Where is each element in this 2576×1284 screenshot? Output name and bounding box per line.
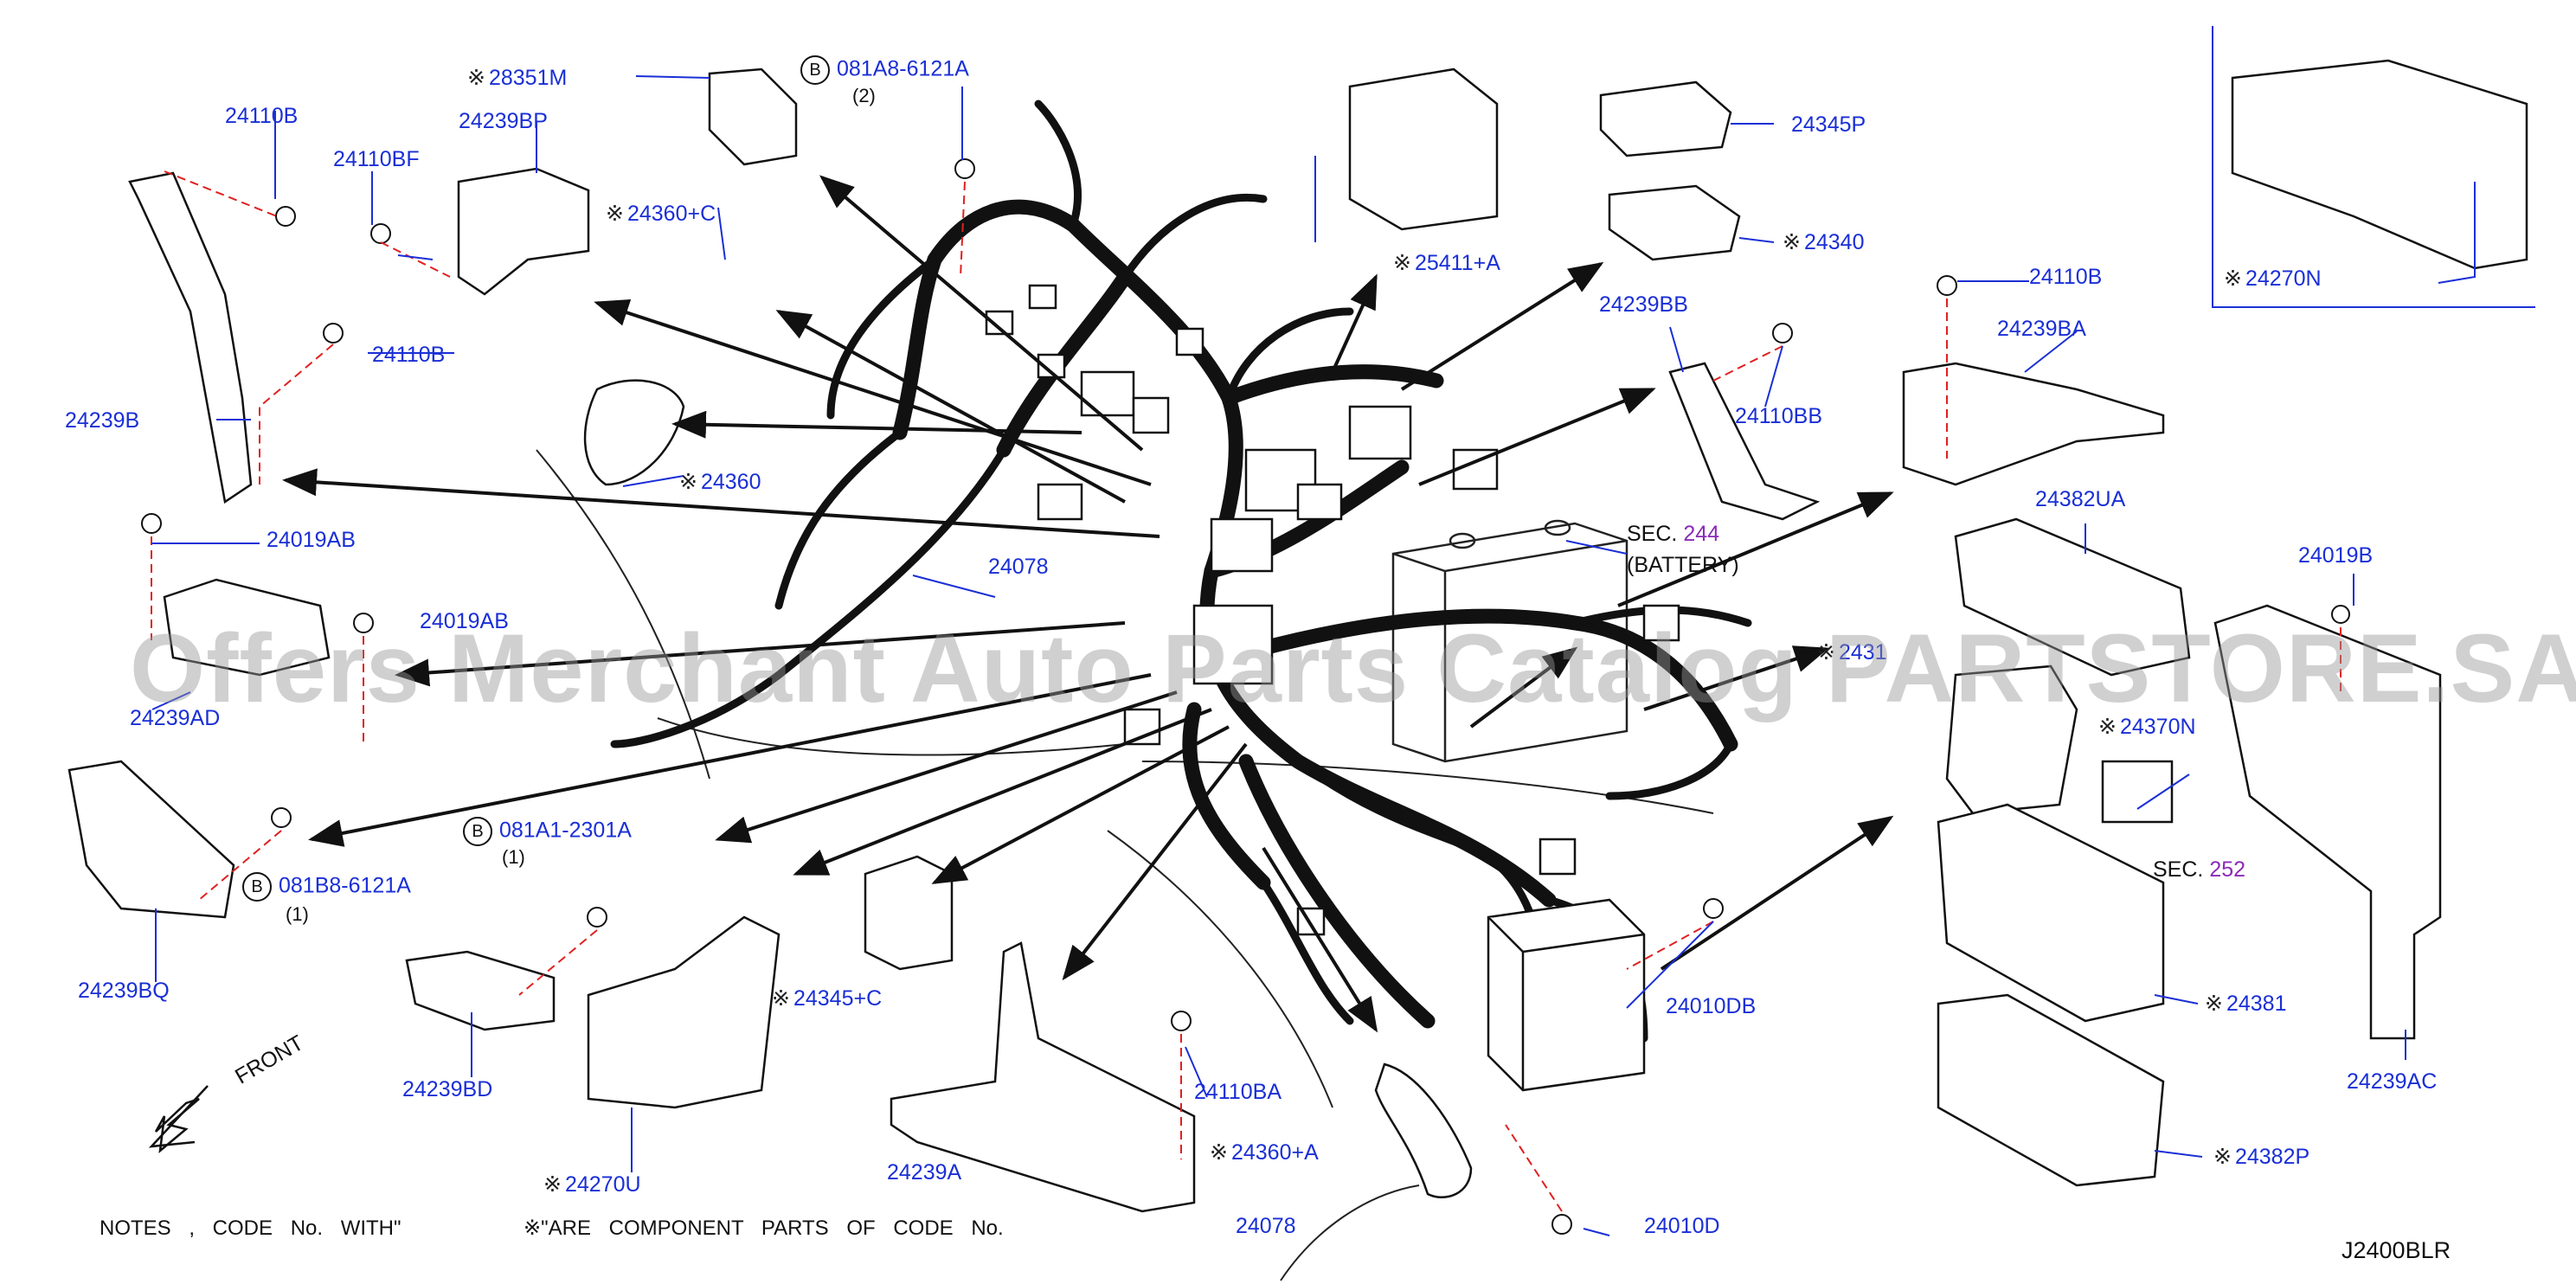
fuse-block-24010DB: [1487, 898, 1646, 1092]
watermark: Offers Merchant Auto Parts Catalog PARTS…: [130, 614, 2576, 722]
bolt-code-b-icon: B: [800, 55, 830, 85]
label-24345C: ※24345+C: [772, 986, 883, 1011]
label-24239BD: 24239BD: [402, 1077, 493, 1101]
pointer-arrows: [282, 175, 1894, 1033]
label-24110B-mid: 24110B: [372, 343, 446, 367]
label-24239AD: 24239AD: [130, 706, 221, 730]
bolts: [141, 158, 2350, 1235]
label-24110BB: 24110BB: [1735, 404, 1823, 428]
label-24239B: 24239B: [65, 408, 140, 433]
label-24360: ※24360: [679, 470, 761, 494]
label-24370N: ※24370N: [2098, 715, 2196, 739]
notes-right: ※"ARE COMPONENT PARTS OF CODE No.: [524, 1217, 1004, 1240]
label-2431x: ※2431: [1817, 640, 1887, 664]
label-24019AB-1: 24019AB: [267, 528, 356, 552]
qty-081A8: (2): [852, 85, 876, 106]
label-24381: ※24381: [2205, 992, 2287, 1016]
label-24110BA: 24110BA: [1194, 1080, 1282, 1104]
battery-label: (BATTERY): [1627, 553, 1739, 577]
diagram-code: J2400BLR: [2342, 1237, 2451, 1263]
label-24345P: 24345P: [1791, 112, 1866, 137]
bolt-code-b-icon: B: [463, 817, 492, 846]
label-24382P: ※24382P: [2213, 1145, 2310, 1169]
battery-drawing: [1391, 519, 1628, 763]
section-252: SEC. 252: [2153, 857, 2246, 882]
label-24110BF: 24110BF: [333, 147, 420, 171]
label-28351M: ※28351M: [467, 66, 568, 90]
label-25411A: ※25411+A: [1393, 251, 1500, 275]
label-24010D: 24010D: [1644, 1214, 1720, 1238]
label-24360A: ※24360+A: [1210, 1140, 1319, 1165]
section-244: SEC. 244: [1627, 522, 1720, 546]
label-24382UA: 24382UA: [2035, 487, 2126, 511]
label-24019AB-2: 24019AB: [420, 609, 509, 633]
label-24340: ※24340: [1783, 230, 1865, 254]
label-24110B-top: 24110B: [225, 104, 299, 128]
inset-frame: [2212, 26, 2535, 308]
asterisk-symbol: ※: [467, 66, 485, 90]
engine-bay-outline: [536, 449, 1714, 1281]
label-24239BA: 24239BA: [1997, 317, 2086, 341]
harness-branches: [610, 100, 1752, 1043]
bolt-code-b-icon: B: [242, 872, 272, 902]
qty-081B8: (1): [286, 903, 309, 925]
label-24270U: ※24270U: [543, 1172, 641, 1197]
front-arrow: [148, 1085, 209, 1153]
label-24078-bot: 24078: [1236, 1214, 1296, 1238]
connectors: [985, 284, 1680, 936]
label-24110B-right: 24110B: [2029, 265, 2103, 289]
red-dash-leaders: [151, 170, 2342, 1212]
label-24019B: 24019B: [2298, 543, 2374, 568]
notes-left: NOTES , CODE No. WITH": [100, 1217, 401, 1240]
label-24360C: ※24360+C: [606, 202, 716, 226]
qty-081A1: (1): [502, 846, 525, 868]
label-24239BP: 24239BP: [459, 109, 548, 133]
label-24078-mid: 24078: [988, 555, 1049, 579]
label-24239BQ: 24239BQ: [78, 979, 170, 1003]
label-24010DB: 24010DB: [1666, 994, 1757, 1018]
label-leaders: [151, 75, 2476, 1236]
label-24239BB: 24239BB: [1599, 292, 1688, 317]
label-24239AC: 24239AC: [2347, 1069, 2438, 1094]
label-24270N: ※24270N: [2224, 266, 2322, 291]
label-24239A: 24239A: [887, 1160, 962, 1184]
component-outlines: [67, 59, 2528, 1213]
